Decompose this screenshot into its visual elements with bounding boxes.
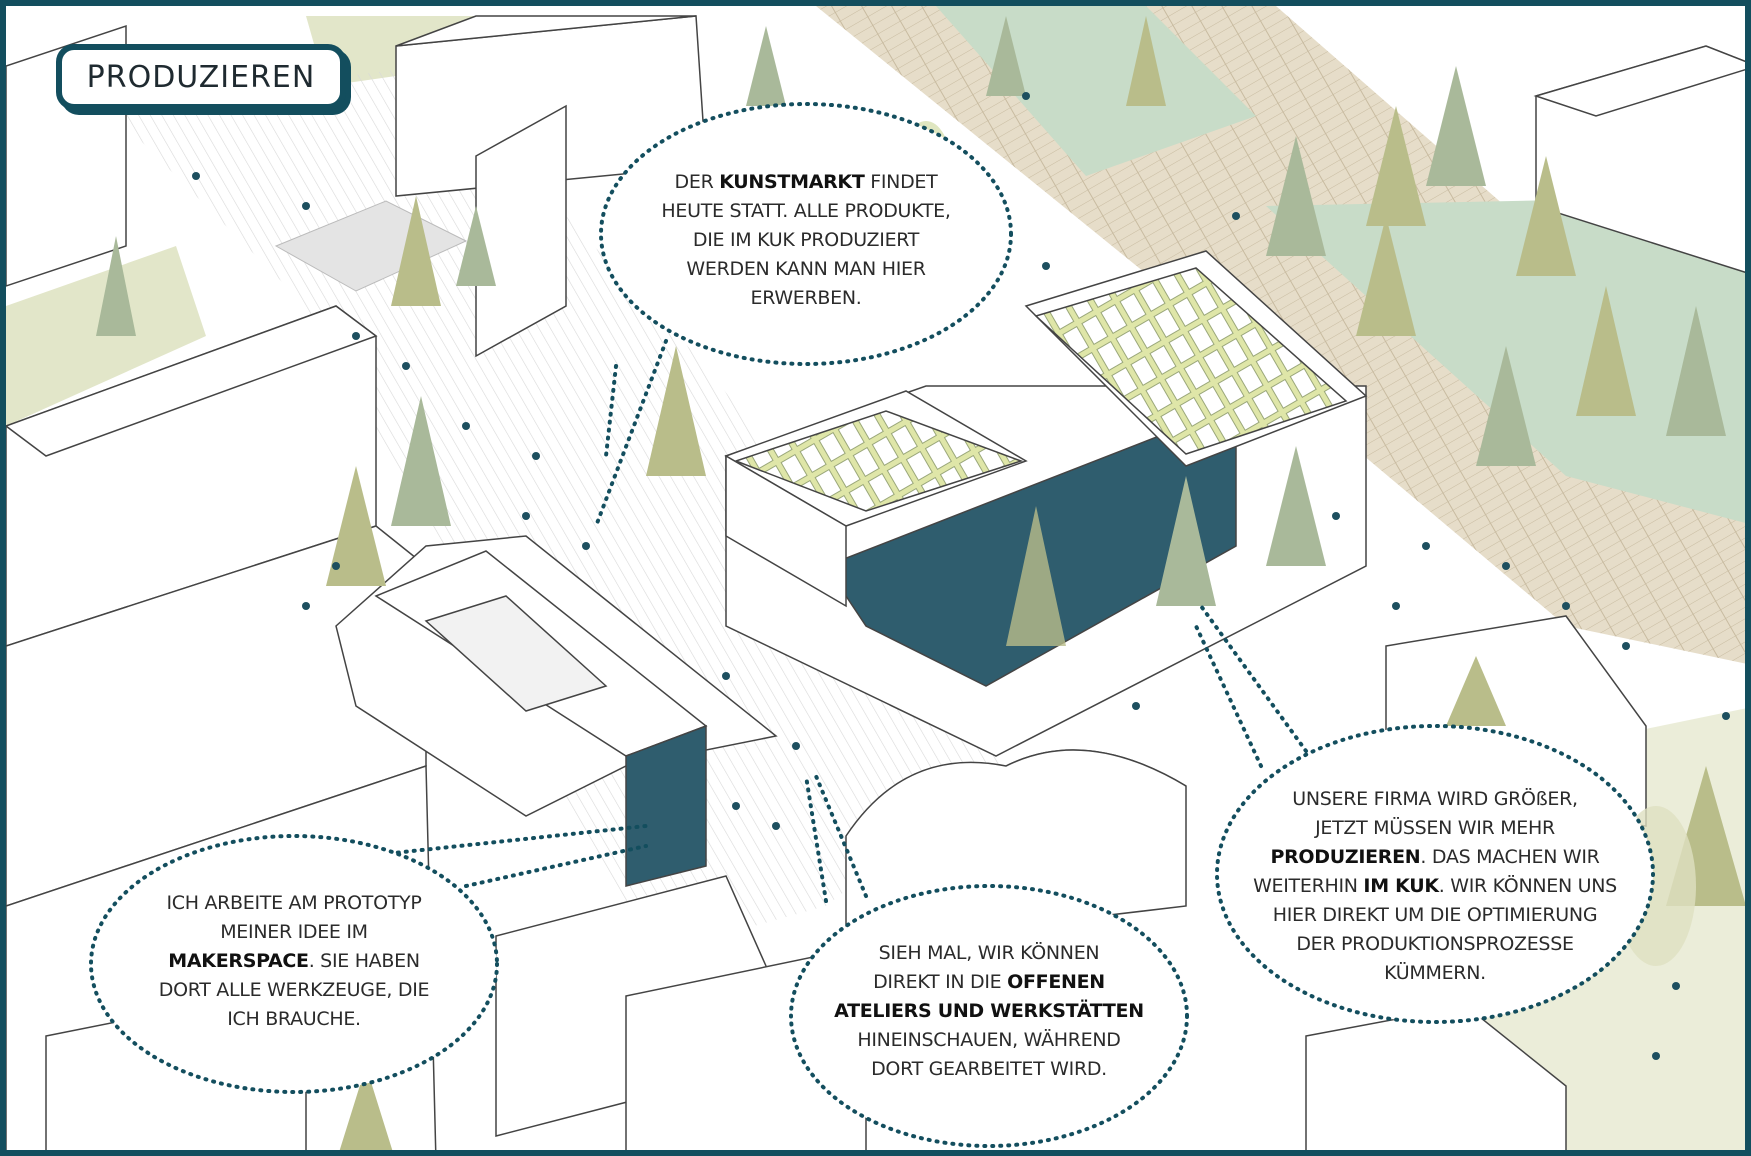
text-emphasis: KUNSTMARKT: [719, 171, 865, 193]
text-emphasis: PRODUZIEREN: [1270, 846, 1421, 868]
bubble-firma-text: UNSERE FIRMA WIRD GRÖßER, JETZT MÜSSEN W…: [1230, 785, 1640, 988]
trees: [96, 16, 1745, 1150]
bubble-firma: [1215, 724, 1655, 1024]
speech-bubbles: [89, 102, 1655, 1148]
main-street: [106, 66, 1006, 956]
text-line: HINEINSCHAUEN, WÄHREND: [857, 1029, 1121, 1051]
bubble-kunstmarkt: [599, 102, 1013, 366]
text-line: ERWERBEN.: [750, 287, 862, 309]
text-line: UNSERE FIRMA WIRD GRÖßER,: [1292, 788, 1578, 810]
text-emphasis: OFFENEN: [1007, 971, 1105, 993]
bubble-makerspace-text: ICH ARBEITE AM PROTOTYP MEINER IDEE IM M…: [114, 889, 474, 1034]
text-emphasis: MAKERSPACE: [168, 950, 309, 972]
text-line: . WIR KÖNNEN UNS: [1438, 875, 1617, 897]
isometric-district-illustration: [6, 6, 1745, 1150]
text-line: ICH BRAUCHE.: [227, 1008, 361, 1030]
text-line: . DAS MACHEN WIR: [1420, 846, 1600, 868]
text-line: WERDEN KANN MAN HIER: [686, 258, 926, 280]
bubble-makerspace: [89, 834, 499, 1094]
bubble-kunstmarkt-text: DER KUNSTMARKT FINDET HEUTE STATT. ALLE …: [626, 168, 986, 313]
text-line: MEINER IDEE IM: [220, 921, 368, 943]
people: [192, 92, 1730, 1060]
text-line: DER PRODUKTIONSPROZESSE: [1296, 933, 1574, 955]
text-line: KÜMMERN.: [1384, 962, 1486, 984]
text-line: DER: [674, 171, 720, 193]
right-building: [1533, 45, 1745, 273]
text-line: WEITERHIN: [1253, 875, 1364, 897]
page-title: PRODUZIEREN: [86, 59, 316, 95]
title-badge: PRODUZIEREN: [56, 44, 346, 110]
text-line: DIREKT IN DIE: [873, 971, 1008, 993]
text-line: HIER DIREKT UM DIE OPTIMIERUNG: [1272, 904, 1598, 926]
text-line: DORT GEARBEITET WIRD.: [871, 1058, 1107, 1080]
bubble-ateliers: [789, 884, 1189, 1148]
text-line: . SIE HABEN: [308, 950, 420, 972]
upper-green-strip: [936, 6, 1256, 176]
bubble-ateliers-text: SIEH MAL, WIR KÖNNEN DIREKT IN DIE OFFEN…: [809, 939, 1169, 1084]
text-line: DIE IM KUK PRODUZIERT: [692, 229, 920, 251]
text-emphasis: IM KUK: [1363, 875, 1439, 897]
text-line: JETZT MÜSSEN WIR MEHR: [1315, 817, 1555, 839]
text-line: SIEH MAL, WIR KÖNNEN: [878, 942, 1100, 964]
text-line: DORT ALLE WERKZEUGE, DIE: [158, 979, 430, 1001]
text-line: ICH ARBEITE AM PROTOTYP: [166, 892, 422, 914]
text-line: HEUTE STATT. ALLE PRODUKTE,: [661, 200, 951, 222]
text-line: FINDET: [864, 171, 938, 193]
bubble-pointers: [364, 339, 1308, 903]
text-emphasis: ATELIERS UND WERKSTÄTTEN: [834, 1000, 1144, 1022]
